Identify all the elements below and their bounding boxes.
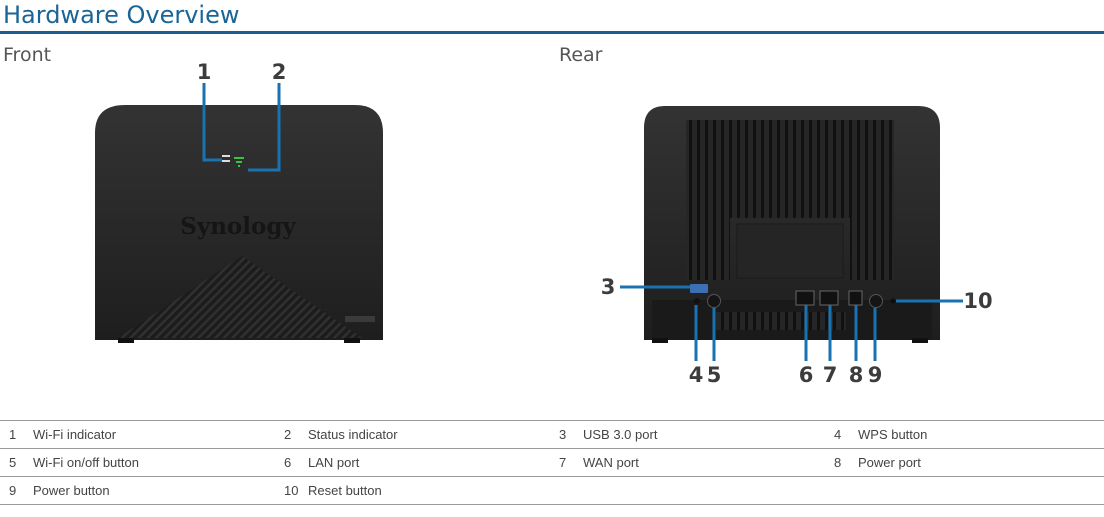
callout-10: 10 — [963, 289, 992, 313]
power-button — [869, 294, 883, 308]
legend-label: Wi-Fi indicator — [33, 420, 275, 449]
legend-number: 3 — [550, 420, 583, 449]
callout-5: 5 — [707, 363, 722, 387]
legend-number: 9 — [0, 476, 33, 505]
legend-number: 1 — [0, 420, 33, 449]
page-title: Hardware Overview — [3, 1, 240, 29]
legend-label — [858, 476, 1104, 505]
legend-number: 7 — [550, 448, 583, 477]
rear-callout-lines — [620, 285, 963, 361]
callout-4: 4 — [689, 363, 704, 387]
rear-view-label: Rear — [559, 44, 603, 66]
hardware-diagram: Synology 1 2 — [95, 60, 993, 387]
callout-8: 8 — [849, 363, 864, 387]
legend-number: 10 — [275, 476, 308, 505]
callout-7: 7 — [823, 363, 838, 387]
title-divider — [0, 31, 1104, 34]
legend-number — [825, 476, 858, 505]
legend-label: Wi-Fi on/off button — [33, 448, 275, 477]
legend-label — [583, 476, 825, 505]
reset-button — [890, 298, 896, 304]
brand-logo: Synology — [180, 213, 296, 240]
router-rear-view — [644, 106, 940, 343]
usb-port — [690, 284, 708, 293]
lan-port — [795, 290, 815, 306]
legend-label: WAN port — [583, 448, 825, 477]
vent-grille-left — [686, 120, 730, 280]
callout-3: 3 — [601, 275, 616, 299]
wifi-indicator-icon — [222, 155, 230, 162]
wan-port — [819, 290, 839, 306]
legend-number: 8 — [825, 448, 858, 477]
front-view-label: Front — [3, 44, 52, 66]
legend-label: WPS button — [858, 420, 1104, 449]
legend-number: 6 — [275, 448, 308, 477]
legend-number — [550, 476, 583, 505]
legend-number: 2 — [275, 420, 308, 449]
legend-number: 4 — [825, 420, 858, 449]
callout-2: 2 — [272, 60, 287, 84]
legend-number: 5 — [0, 448, 33, 477]
legend-label: Power button — [33, 476, 275, 505]
callout-1: 1 — [197, 60, 212, 84]
model-label — [345, 316, 375, 322]
legend-label: LAN port — [308, 448, 550, 477]
legend-label: Status indicator — [308, 420, 550, 449]
status-indicator-icon — [234, 157, 244, 167]
power-port — [848, 290, 863, 306]
router-front-view: Synology — [95, 105, 383, 343]
legend-label: Reset button — [308, 476, 550, 505]
legend-label: Power port — [858, 448, 1104, 477]
callout-9: 9 — [868, 363, 883, 387]
vent-grille-top — [730, 120, 850, 218]
legend-label: USB 3.0 port — [583, 420, 825, 449]
front-callout-lines — [202, 83, 281, 172]
vent-grille-right — [850, 120, 894, 280]
wifi-toggle-button — [707, 294, 721, 308]
wps-button — [694, 298, 700, 304]
callout-6: 6 — [799, 363, 814, 387]
